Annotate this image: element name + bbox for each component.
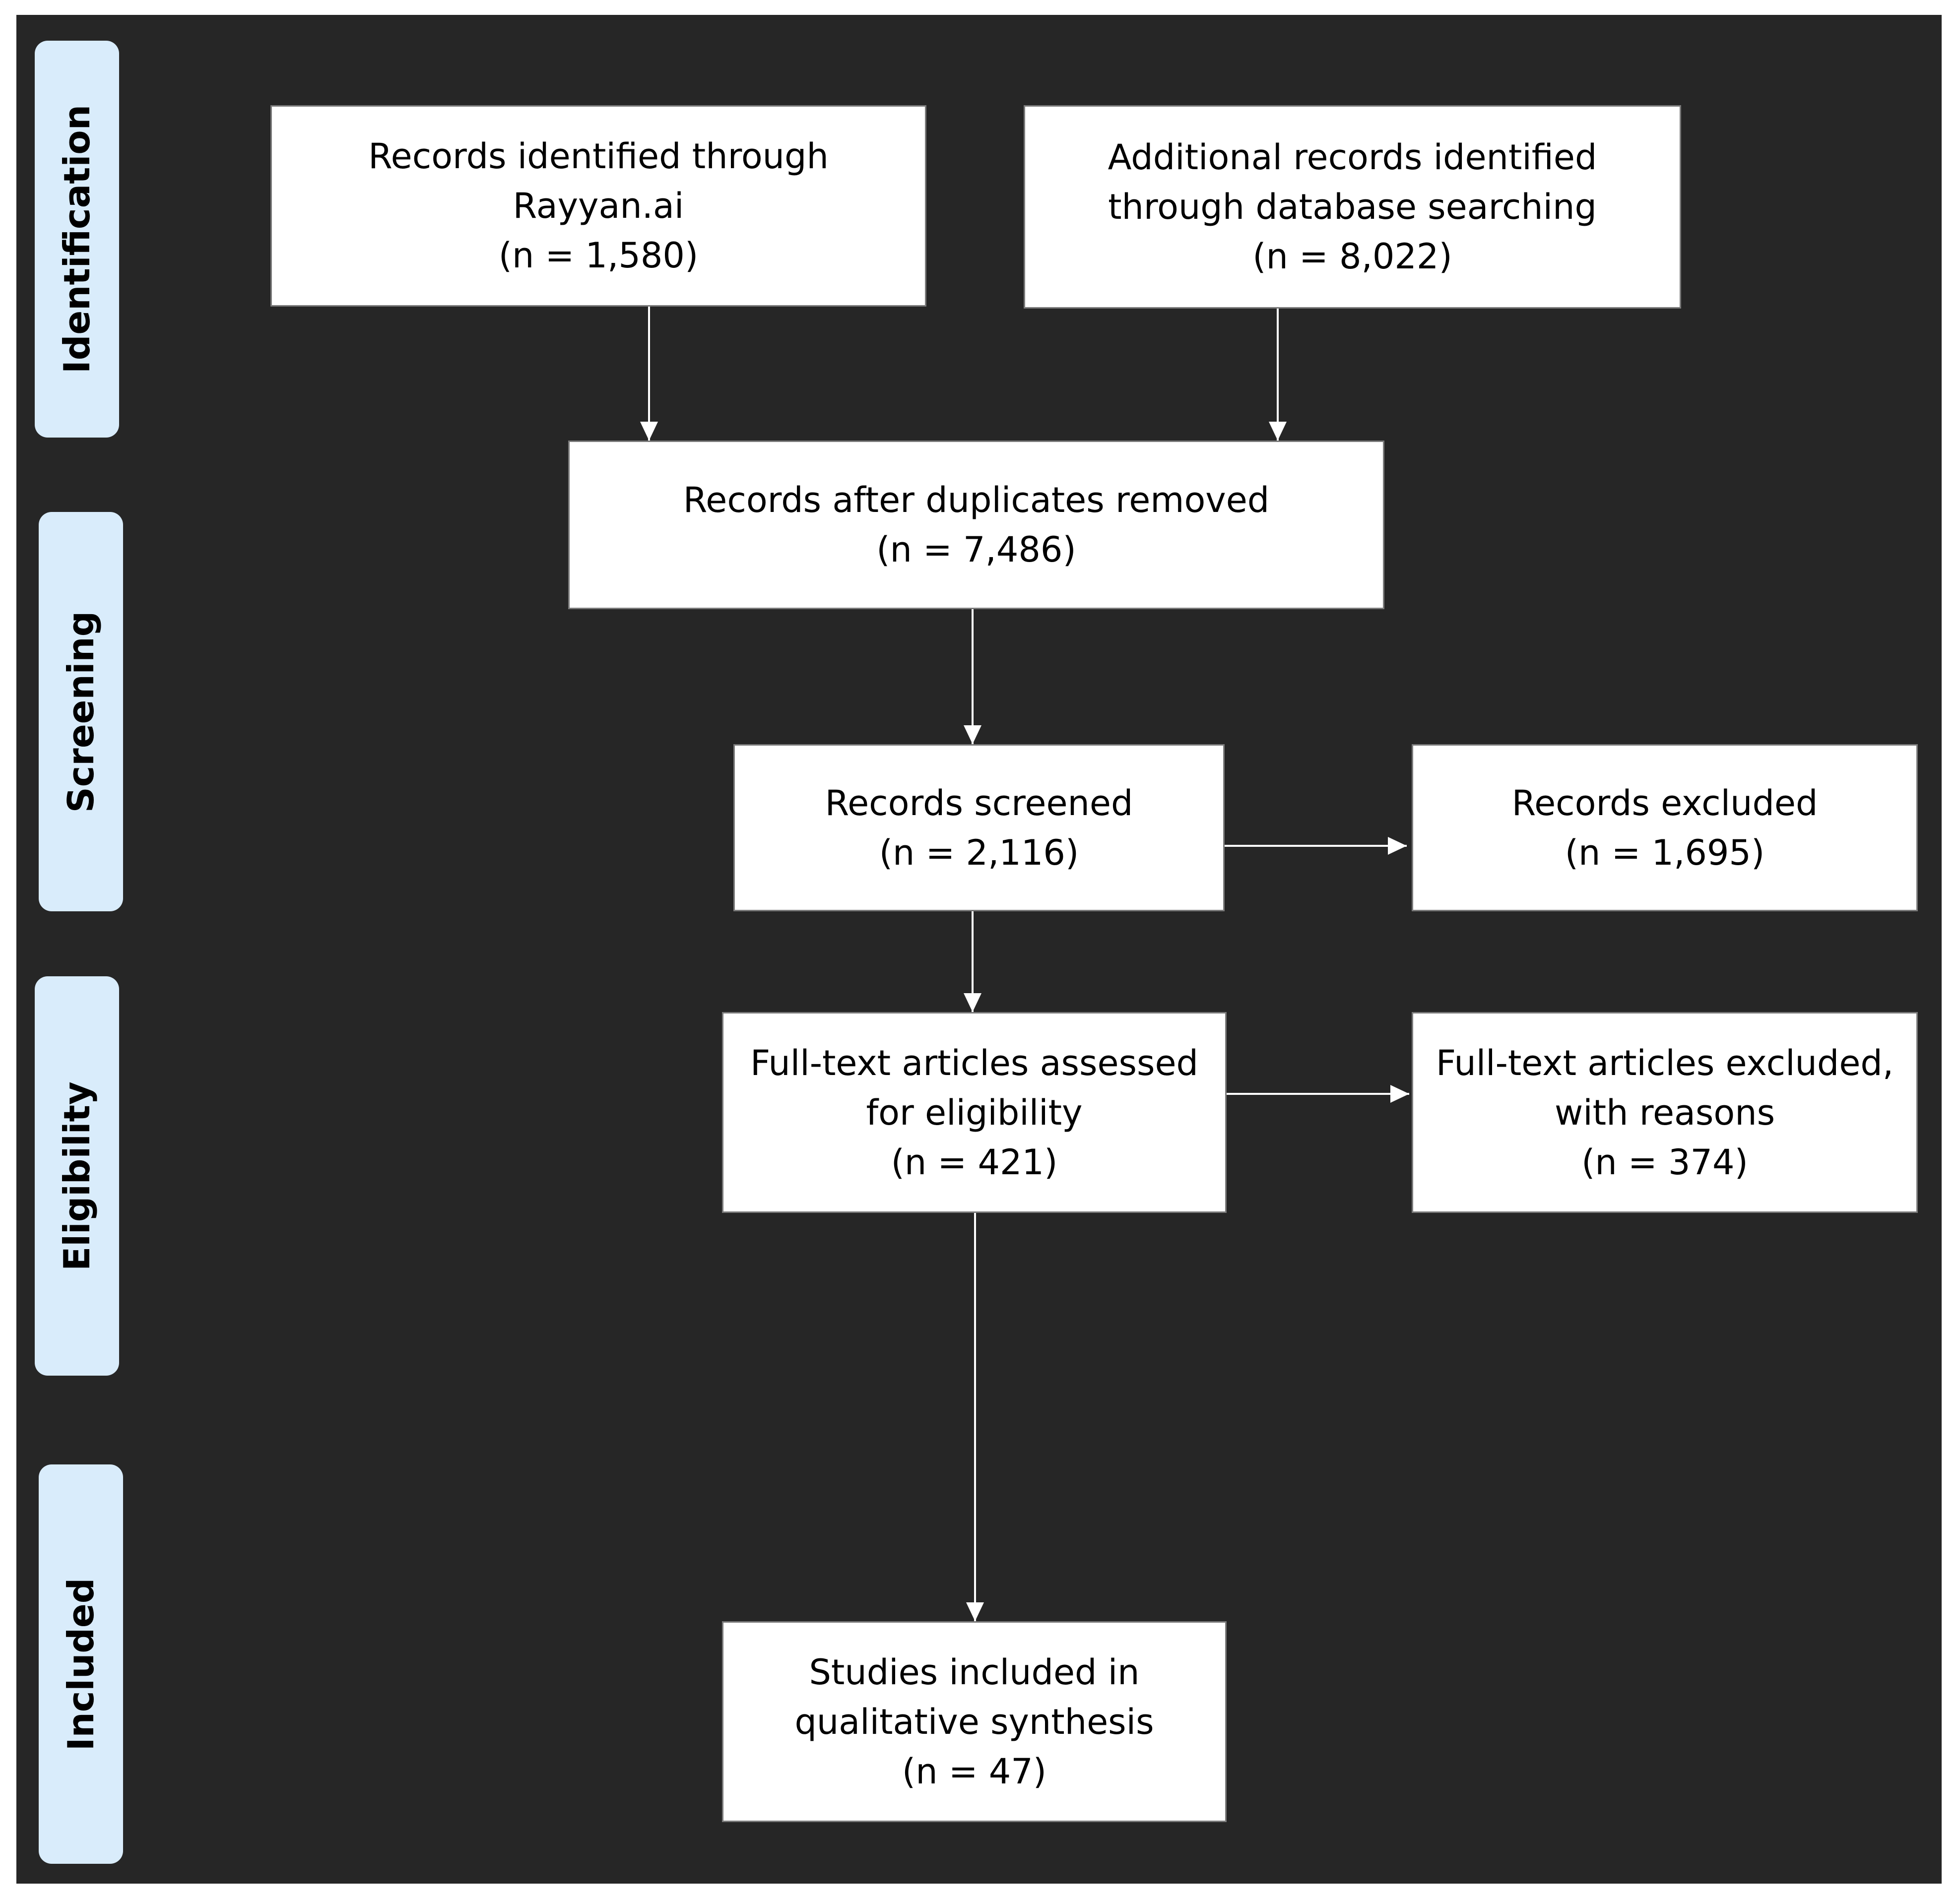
box-records-database-line2: through database searching: [1108, 187, 1597, 227]
box-duplicates-removed: Records after duplicates removed (n = 7,…: [568, 441, 1384, 609]
box-records-excluded-count: (n = 1,695): [1565, 832, 1765, 873]
box-fulltext-assessed-line1: Full-text articles assessed: [750, 1042, 1198, 1083]
box-records-screened: Records screened (n = 2,116): [733, 744, 1225, 911]
box-duplicates-removed-count: (n = 7,486): [876, 529, 1076, 570]
box-records-rayyan-line2: Rayyan.ai: [513, 186, 684, 226]
box-studies-included-count: (n = 47): [902, 1751, 1047, 1792]
box-studies-included-line2: qualitative synthesis: [794, 1701, 1154, 1742]
box-records-excluded-line1: Records excluded: [1511, 782, 1818, 823]
stage-screening: Screening: [39, 512, 123, 911]
box-fulltext-excluded-line2: with reasons: [1554, 1092, 1775, 1133]
box-duplicates-removed-line1: Records after duplicates removed: [683, 480, 1270, 520]
box-records-screened-count: (n = 2,116): [879, 832, 1079, 873]
box-fulltext-assessed: Full-text articles assessed for eligibil…: [722, 1012, 1227, 1213]
stage-identification: Identification: [35, 41, 119, 438]
stage-eligibility: Eligibility: [35, 976, 119, 1376]
box-fulltext-assessed-count: (n = 421): [891, 1141, 1058, 1183]
box-records-rayyan-line1: Records identified through: [368, 136, 829, 177]
box-records-excluded: Records excluded (n = 1,695): [1412, 744, 1918, 911]
box-records-screened-line1: Records screened: [825, 782, 1133, 823]
box-studies-included-line1: Studies included in: [809, 1651, 1140, 1693]
box-records-database-line1: Additional records identified: [1108, 137, 1597, 178]
box-fulltext-excluded-count: (n = 374): [1581, 1141, 1748, 1183]
box-fulltext-excluded: Full-text articles excluded, with reason…: [1412, 1012, 1918, 1213]
box-records-database: Additional records identified through da…: [1024, 105, 1681, 309]
box-records-rayyan: Records identified through Rayyan.ai (n …: [270, 105, 926, 307]
box-fulltext-assessed-line2: for eligibility: [866, 1092, 1083, 1133]
diagram-background: [16, 15, 1942, 1884]
box-records-rayyan-count: (n = 1,580): [498, 235, 699, 276]
box-studies-included: Studies included in qualitative synthesi…: [722, 1621, 1227, 1822]
box-records-database-count: (n = 8,022): [1252, 236, 1452, 277]
box-fulltext-excluded-line1: Full-text articles excluded,: [1436, 1042, 1894, 1083]
stage-included: Included: [39, 1464, 123, 1864]
